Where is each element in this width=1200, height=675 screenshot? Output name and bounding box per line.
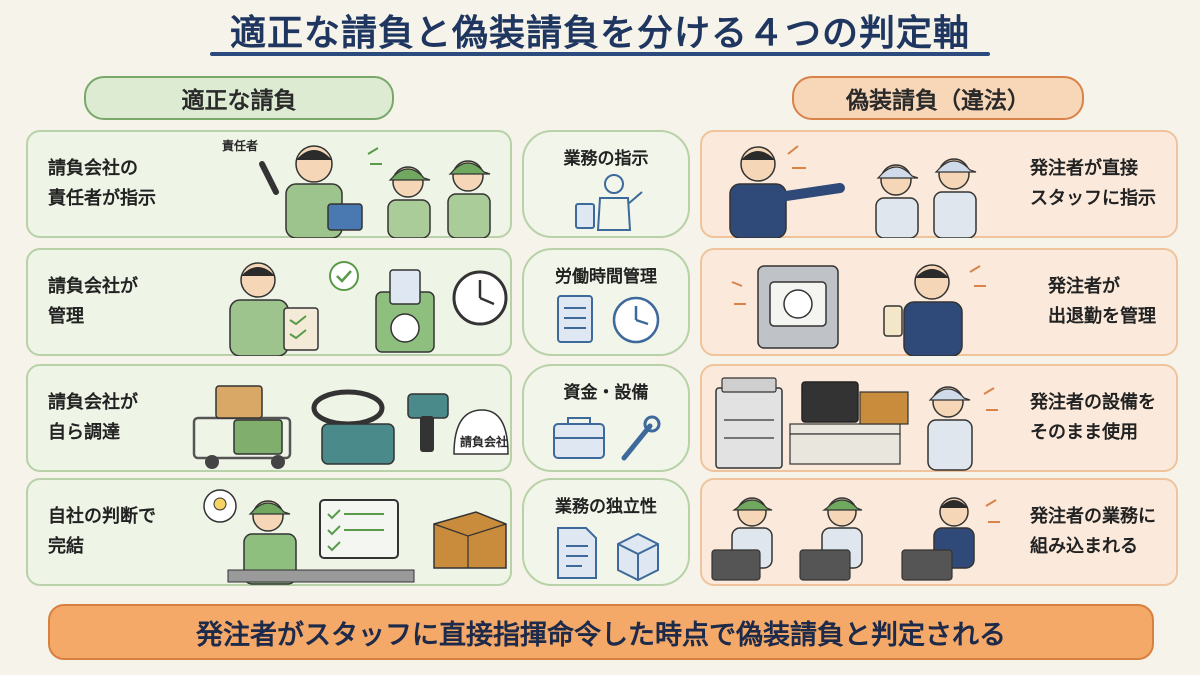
contractor-own-equipment-illustration: 請負会社 [192,385,509,469]
integrated-into-client-work-illustration [711,497,1000,581]
fake-text-equipment: 発注者の設備を そのまま使用 [1030,392,1156,443]
proper-card-worktime: 請負会社が 管理 [26,248,512,356]
axis-label-worktime: 労働時間管理 [555,267,657,287]
fake-text-independence: 発注者の業務に 組み込まれる [1030,506,1156,557]
independent-work-illustration [203,489,507,585]
toolbox-icon [553,415,661,461]
person-with-clipboard-icon [575,174,643,231]
axis-card-equipment: 資金・設備 [522,364,690,472]
conclusion-banner: 発注者がスタッフに直接指揮命令した時点で偽装請負と判定される [48,604,1154,660]
fake-text-worktime: 発注者が 出退勤を管理 [1048,276,1156,327]
title-underline [210,52,990,56]
proper-card-instruction: 請負会社の 責任者が指示 責任者 [26,130,512,238]
contractor-managing-time-illustration [229,261,508,356]
axis-label-independence: 業務の独立性 [555,497,657,517]
proper-text-worktime: 請負会社が 管理 [48,276,138,327]
axis-label-instruction: 業務の指示 [563,149,649,169]
supervisor-tag: 責任者 [222,138,258,153]
proper-card-independence: 自社の判断で 完結 [26,478,512,586]
axis-card-independence: 業務の独立性 [522,478,690,586]
proper-text-equipment: 請負会社が 自ら調達 [48,392,138,443]
fake-card-instruction: 発注者が直接 スタッフに指示 [700,130,1178,238]
clock-icon [557,295,660,344]
proper-text-independence: 自社の判断で 完結 [48,506,156,557]
proper-contract-header: 適正な請負 [84,76,394,120]
axis-card-worktime: 労働時間管理 [522,248,690,356]
axis-label-equipment: 資金・設備 [563,383,649,403]
client-equipment-usage-illustration [715,377,998,471]
page-title: 適正な請負と偽装請負を分ける４つの判定軸 [229,13,970,54]
contractor-helmet-tag: 請負会社 [460,434,508,449]
fake-card-equipment: 発注者の設備を そのまま使用 [700,364,1178,472]
fake-contract-header: 偽装請負（違法） [792,76,1084,120]
client-directly-instructing-illustration [729,145,977,238]
proper-card-equipment: 請負会社が 自ら調達 請負会社 [26,364,512,472]
fake-card-independence: 発注者の業務に 組み込まれる [700,478,1178,586]
supervisor-instructing-workers-illustration: 責任者 [222,138,491,238]
axis-card-instruction: 業務の指示 [522,130,690,238]
fake-text-instruction: 発注者が直接 スタッフに指示 [1030,158,1156,209]
proper-text-instruction: 請負会社の 責任者が指示 [48,158,156,209]
client-managing-attendance-illustration [731,264,986,356]
document-icon [557,527,659,582]
fake-card-worktime: 発注者が 出退勤を管理 [700,248,1178,356]
